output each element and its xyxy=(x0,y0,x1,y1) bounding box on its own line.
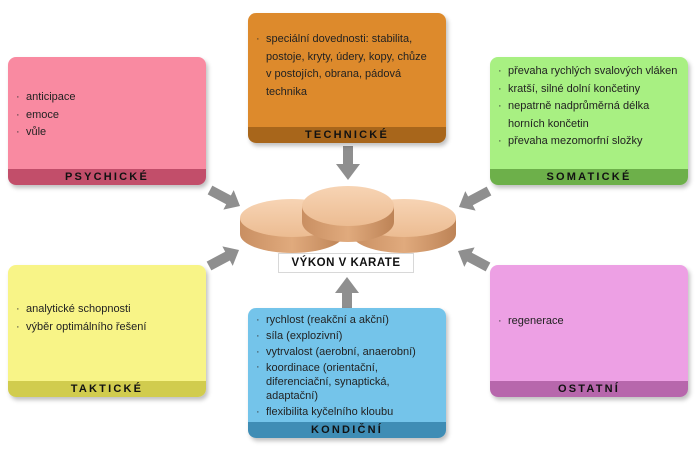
box-technicke-title: TECHNICKÉ xyxy=(248,127,446,143)
arrow-up-left-icon xyxy=(457,247,491,272)
list-item: koordinace (orientační, diferenciační, s… xyxy=(256,360,438,404)
arrow-down-left-icon xyxy=(458,186,492,211)
box-kondicni-body: rychlost (reakční a akční) síla (explozi… xyxy=(248,308,446,422)
box-ostatni-list: regenerace xyxy=(498,313,678,331)
box-psychicke-body: anticipace emoce vůle xyxy=(8,57,206,169)
list-item: flexibilita kyčelního kloubu xyxy=(256,404,438,420)
box-takticke-list: analytické schopnosti výběr optimálního … xyxy=(16,301,196,336)
list-item: převaha rychlých svalových vláken xyxy=(498,63,680,81)
list-item: převaha mezomorfní složky xyxy=(498,133,680,151)
box-somaticke-body: převaha rychlých svalových vláken kratší… xyxy=(490,57,688,169)
box-somaticke-title: SOMATICKÉ xyxy=(490,169,688,185)
box-ostatni-body: regenerace xyxy=(490,265,688,381)
list-item: vůle xyxy=(16,124,196,142)
list-item: speciální dovednosti: stabilita, postoje… xyxy=(256,31,434,101)
box-psychicke: anticipace emoce vůle PSYCHICKÉ xyxy=(8,57,206,185)
list-item: výběr optimálního řešení xyxy=(16,319,196,337)
list-item: emoce xyxy=(16,107,196,125)
arrow-up-right-icon xyxy=(206,246,240,271)
box-somaticke: převaha rychlých svalových vláken kratší… xyxy=(490,57,688,185)
disks-illustration xyxy=(240,186,456,253)
list-item: nepatrně nadprůměrná délka horních konče… xyxy=(498,98,680,133)
list-item: síla (explozivní) xyxy=(256,328,438,344)
arrow-up-icon xyxy=(335,277,359,309)
list-item: analytické schopnosti xyxy=(16,301,196,319)
center-label: VÝKON V KARATE xyxy=(278,253,414,273)
box-kondicni-title: KONDIČNÍ xyxy=(248,422,446,438)
box-technicke-body: speciální dovednosti: stabilita, postoje… xyxy=(248,13,446,127)
arrow-down-right-icon xyxy=(207,185,241,210)
box-ostatni: regenerace OSTATNÍ xyxy=(490,265,688,397)
box-takticke-body: analytické schopnosti výběr optimálního … xyxy=(8,265,206,381)
box-takticke: analytické schopnosti výběr optimálního … xyxy=(8,265,206,397)
list-item: rychlost (reakční a akční) xyxy=(256,312,438,328)
box-kondicni-list: rychlost (reakční a akční) síla (explozi… xyxy=(256,312,438,420)
list-item: kratší, silné dolní končetiny xyxy=(498,81,680,99)
arrow-down-icon xyxy=(336,146,360,180)
box-ostatni-title: OSTATNÍ xyxy=(490,381,688,397)
box-psychicke-list: anticipace emoce vůle xyxy=(16,89,196,142)
box-somaticke-list: převaha rychlých svalových vláken kratší… xyxy=(498,63,680,151)
list-item: anticipace xyxy=(16,89,196,107)
box-technicke-list: speciální dovednosti: stabilita, postoje… xyxy=(256,31,434,101)
box-psychicke-title: PSYCHICKÉ xyxy=(8,169,206,185)
box-takticke-title: TAKTICKÉ xyxy=(8,381,206,397)
box-kondicni: rychlost (reakční a akční) síla (explozi… xyxy=(248,308,446,438)
box-technicke: speciální dovednosti: stabilita, postoje… xyxy=(248,13,446,143)
list-item: vytrvalost (aerobní, anaerobní) xyxy=(256,344,438,360)
list-item: regenerace xyxy=(498,313,678,331)
